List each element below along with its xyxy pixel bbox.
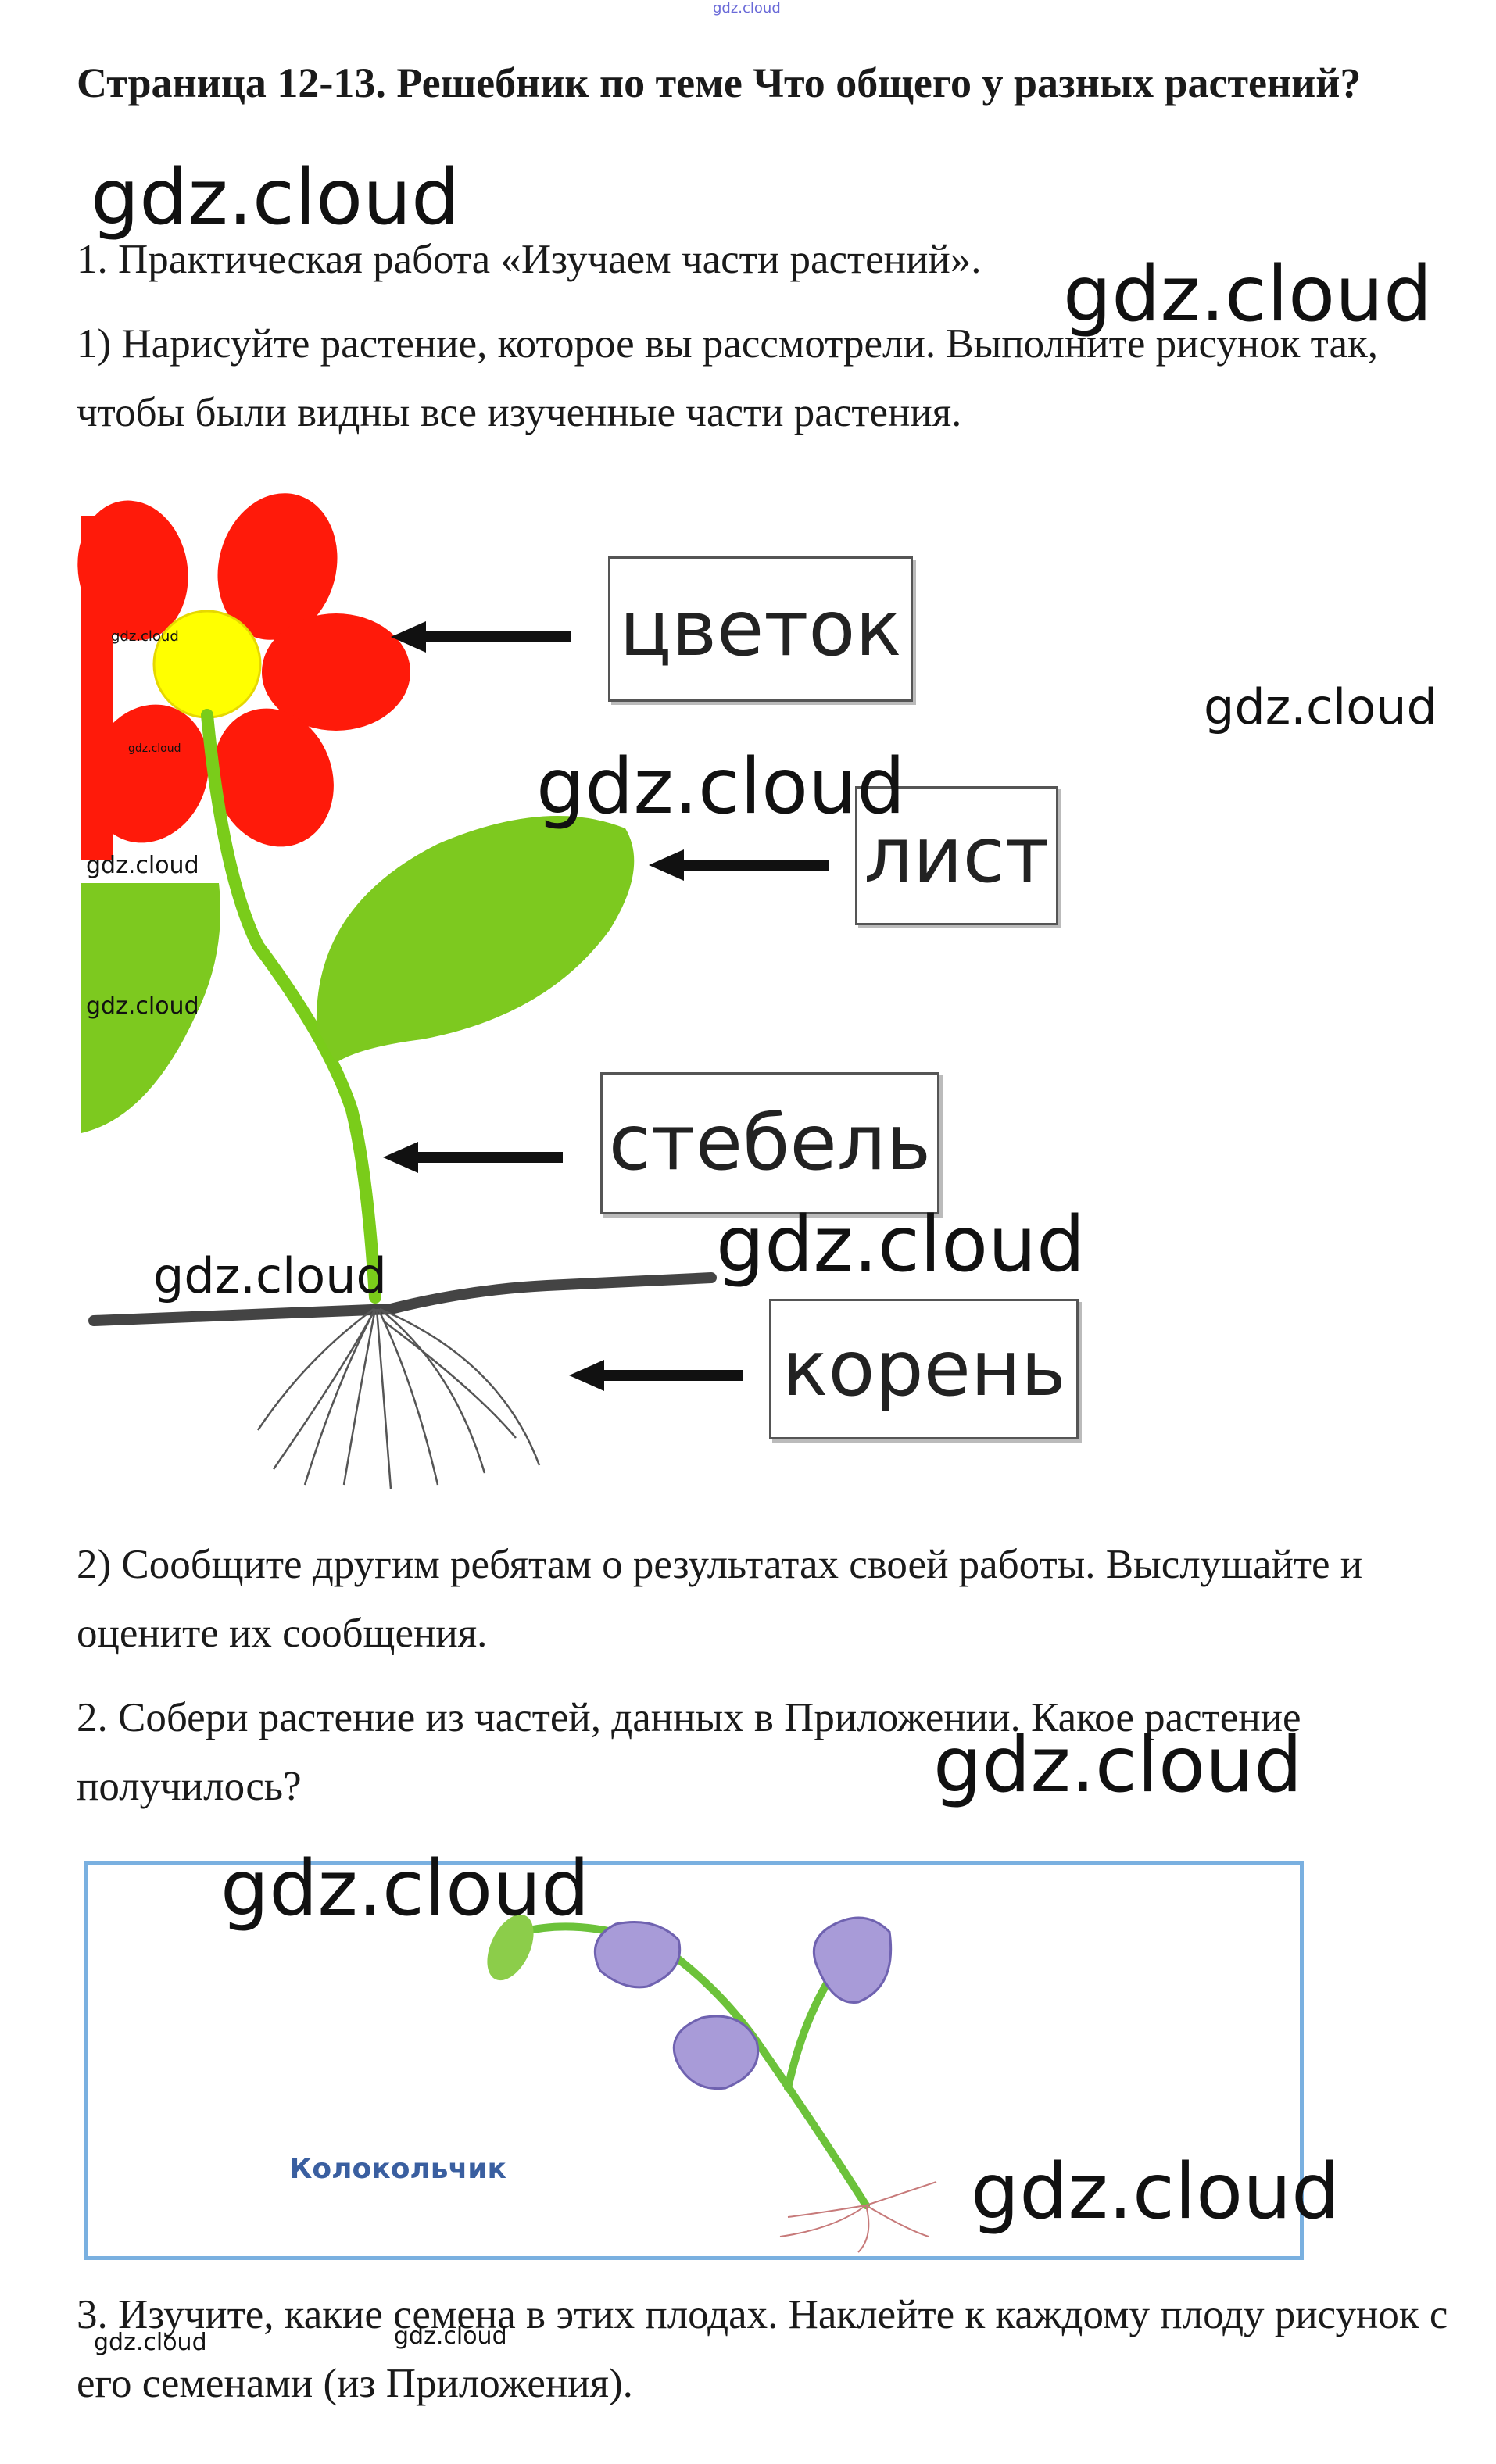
- watermark: gdz.cloud: [536, 742, 905, 831]
- watermark: gdz.cloud: [1063, 250, 1432, 339]
- task3-text: 3. Изучите, какие семена в этих плодах. …: [77, 2280, 1452, 2418]
- watermark: gdz.cloud: [716, 1200, 1085, 1289]
- watermark: gdz.cloud: [1204, 678, 1437, 735]
- watermark: gdz.cloud: [394, 2323, 507, 2350]
- watermark: gdz.cloud: [933, 1721, 1302, 1810]
- watermark: gdz.cloud: [94, 2329, 207, 2356]
- label-root: корень: [769, 1299, 1079, 1439]
- task1-sub2: 2) Сообщите другим ребятам о результатах…: [77, 1530, 1452, 1668]
- watermark: gdz.cloud: [111, 628, 179, 645]
- watermark-top: gdz.cloud: [713, 0, 781, 16]
- page-title: Страница 12-13. Решебник по теме Что общ…: [77, 48, 1452, 117]
- watermark: gdz.cloud: [220, 1844, 589, 1933]
- watermark: gdz.cloud: [86, 852, 199, 879]
- watermark: gdz.cloud: [153, 1247, 387, 1304]
- label-stem: стебель: [600, 1072, 939, 1214]
- bellflower-caption: Колокольчик: [289, 2153, 506, 2185]
- watermark: gdz.cloud: [971, 2148, 1340, 2237]
- flower-center: [154, 611, 260, 717]
- watermark: gdz.cloud: [86, 992, 199, 1020]
- watermark: gdz.cloud: [128, 742, 181, 755]
- label-flower: цветок: [608, 556, 913, 702]
- plant-leaf: [317, 816, 634, 1063]
- plant-roots: [258, 1309, 539, 1489]
- watermark: gdz.cloud: [91, 153, 460, 242]
